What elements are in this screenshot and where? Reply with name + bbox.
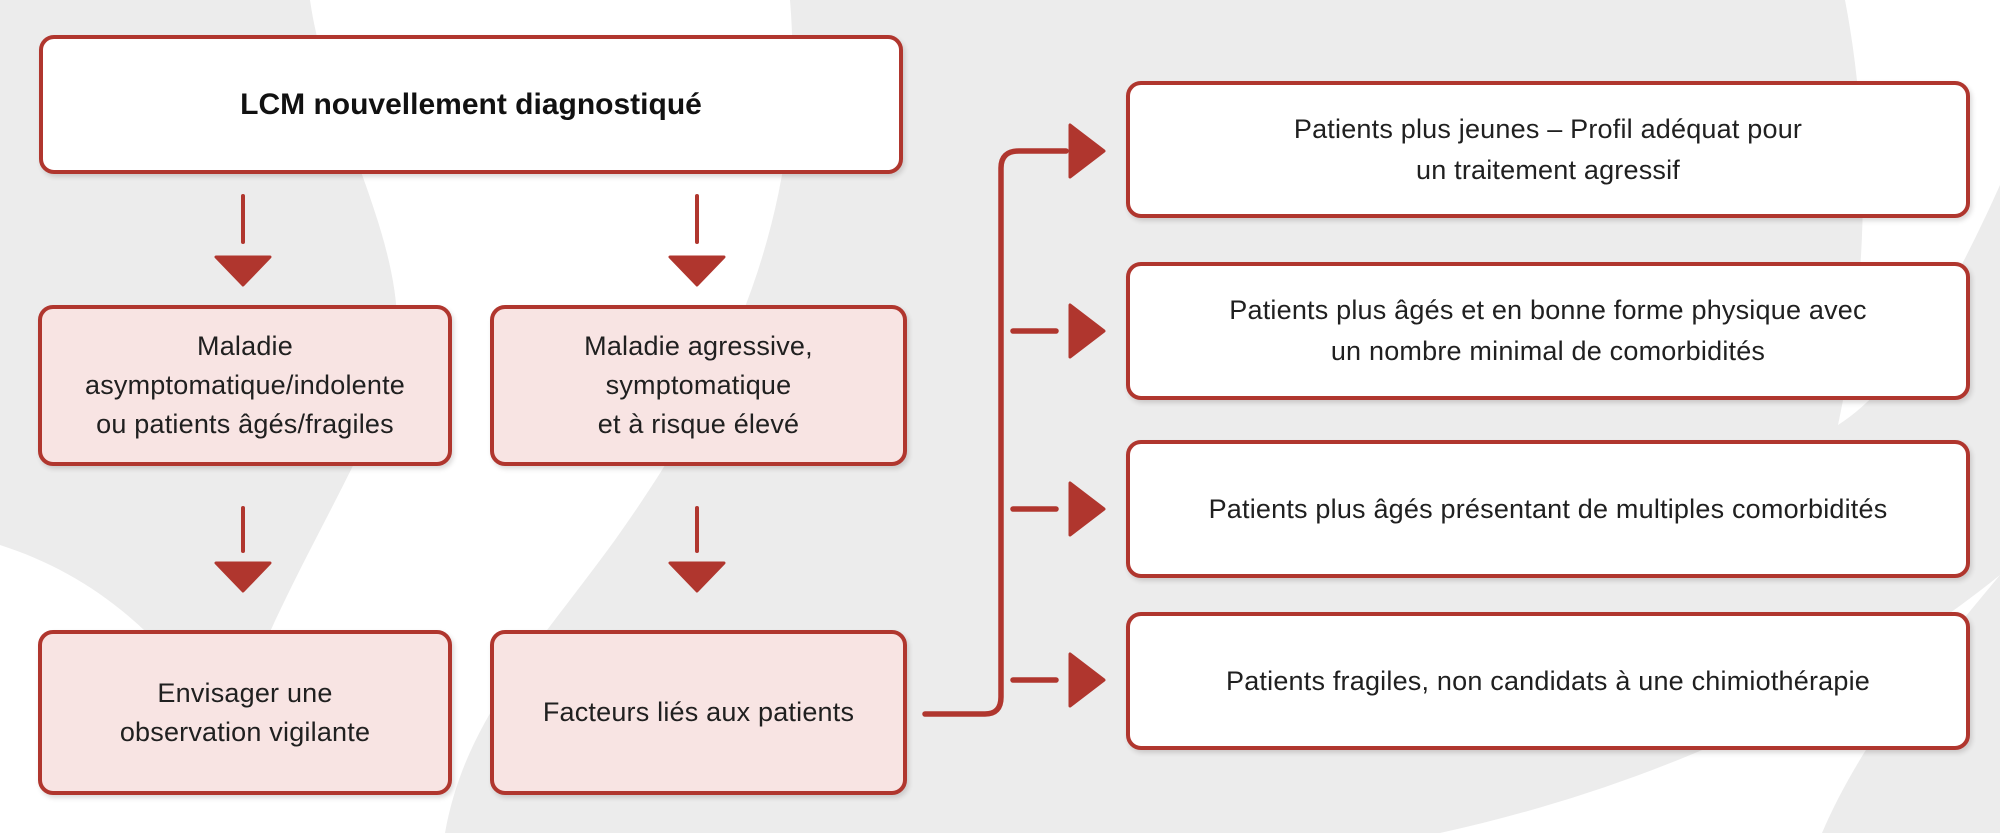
arrow-down-icon bbox=[214, 561, 272, 593]
node-label-line: Patients fragiles, non candidats à une c… bbox=[1226, 665, 1870, 696]
node-profile-older-fit-minimal-comorbidities: Patients plus âgés et en bonne forme phy… bbox=[1126, 262, 1970, 400]
node-label-line: asymptomatique/indolente bbox=[85, 370, 405, 400]
arrow-right-icon bbox=[1068, 303, 1106, 359]
node-label-line: ou patients âgés/fragiles bbox=[96, 409, 394, 439]
arrow-right-icon bbox=[1068, 481, 1106, 537]
node-profile-frail-no-chemotherapy: Patients fragiles, non candidats à une c… bbox=[1126, 612, 1970, 750]
node-indolent-disease: Maladie asymptomatique/indolente ou pati… bbox=[38, 305, 452, 466]
arrow-down-icon bbox=[668, 255, 726, 287]
node-label-line: et à risque élevé bbox=[597, 409, 800, 439]
node-label-line: Patients plus âgés présentant de multipl… bbox=[1208, 493, 1888, 524]
node-label-line: symptomatique bbox=[605, 370, 792, 400]
node-newly-diagnosed-lcm: LCM nouvellement diagnostiqué bbox=[39, 35, 903, 174]
node-label-line: Patients plus âgés et en bonne forme phy… bbox=[1229, 295, 1867, 325]
arrow-right-icon bbox=[1068, 652, 1106, 708]
node-aggressive-disease: Maladie agressive, symptomatique et à ri… bbox=[490, 305, 907, 466]
node-label-line: Patients plus jeunes – Profil adéquat po… bbox=[1293, 113, 1803, 144]
node-profile-older-multiple-comorbidities: Patients plus âgés présentant de multipl… bbox=[1126, 440, 1970, 578]
node-label-line: Maladie bbox=[197, 331, 293, 361]
node-label-line: Maladie agressive, bbox=[584, 331, 813, 361]
arrow-down-icon bbox=[214, 255, 272, 287]
node-profile-younger-aggressive-treatment: Patients plus jeunes – Profil adéquat po… bbox=[1126, 81, 1970, 218]
node-patient-factors: Facteurs liés aux patients bbox=[490, 630, 907, 795]
arrow-right-icon bbox=[1068, 123, 1106, 179]
node-label: Facteurs liés aux patients bbox=[542, 697, 855, 727]
node-label-line: Envisager une bbox=[157, 677, 333, 708]
node-watchful-observation: Envisager une observation vigilante bbox=[38, 630, 452, 795]
arrow-down-icon bbox=[668, 561, 726, 593]
node-label-line: un nombre minimal de comorbidités bbox=[1330, 336, 1766, 366]
node-label: LCM nouvellement diagnostiqué bbox=[240, 88, 702, 121]
connector-elbow-line bbox=[922, 148, 1069, 717]
node-label-line: un traitement agressif bbox=[1415, 154, 1681, 185]
node-label-line: observation vigilante bbox=[119, 716, 371, 747]
